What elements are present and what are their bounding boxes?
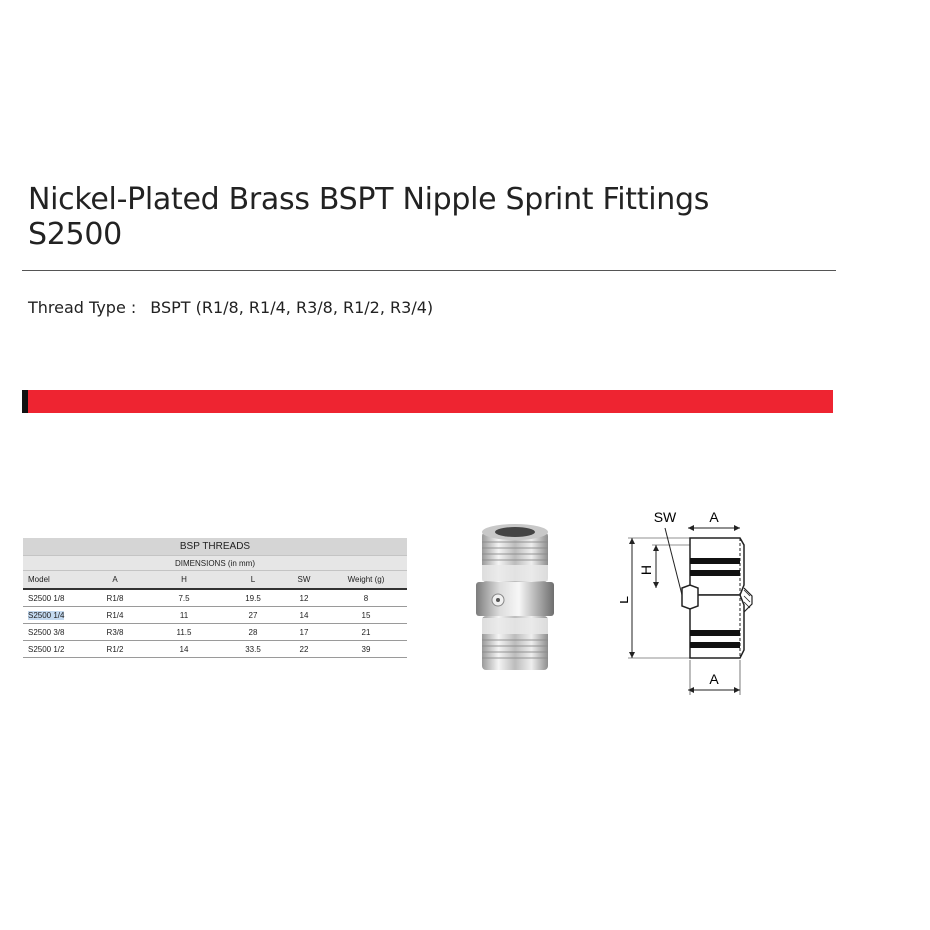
- label-sw: SW: [654, 509, 677, 525]
- table-cell: R3/8: [85, 623, 145, 641]
- dimensions-table: BSP THREADS DIMENSIONS (in mm) Model A H…: [23, 538, 407, 658]
- title-line-1: Nickel-Plated Brass BSPT Nipple Sprint F…: [28, 182, 710, 217]
- label-h: H: [638, 565, 654, 575]
- title-line-2: S2500: [28, 217, 122, 252]
- selected-text[interactable]: S2500 1/4: [28, 610, 65, 620]
- fitting-photo: [476, 524, 554, 670]
- table-cell: R1/8: [85, 589, 145, 607]
- accent-bar-cap: [22, 390, 28, 413]
- table-cell: 39: [325, 640, 407, 658]
- table-cell: S2500 1/4: [23, 606, 85, 624]
- table-cell: 11.5: [145, 623, 223, 641]
- label-a-top: A: [709, 509, 719, 525]
- table-cell: S2500 1/8: [23, 589, 85, 607]
- table-cell: 15: [325, 606, 407, 624]
- table-cell: R1/2: [85, 640, 145, 658]
- table-row: S2500 1/2 R1/2 14 33.5 22 39: [23, 640, 407, 658]
- table-cell: S2500 1/2: [23, 640, 85, 658]
- fitting-drawing: A SW H L A: [620, 509, 753, 695]
- label-a-bottom: A: [709, 671, 719, 687]
- table-row: S2500 1/4 R1/4 11 27 14 15: [23, 606, 407, 624]
- table-cell: 28: [223, 623, 283, 641]
- page-title: Nickel-Plated Brass BSPT Nipple Sprint F…: [28, 182, 828, 252]
- column-header: L: [223, 570, 283, 590]
- column-header: SW: [283, 570, 325, 590]
- table-cell: S2500 3/8: [23, 623, 85, 641]
- table-cell: 8: [325, 589, 407, 607]
- table-subtitle: DIMENSIONS (in mm): [23, 555, 407, 571]
- table-cell: 33.5: [223, 640, 283, 658]
- table-cell: 14: [145, 640, 223, 658]
- table-cell: R1/4: [85, 606, 145, 624]
- table-row: S2500 1/8 R1/8 7.5 19.5 12 8: [23, 589, 407, 607]
- table-cell: 27: [223, 606, 283, 624]
- table-cell: 11: [145, 606, 223, 624]
- thread-type-value: BSPT (R1/8, R1/4, R3/8, R1/2, R3/4): [150, 298, 434, 317]
- table-cell: 7.5: [145, 589, 223, 607]
- table-cell: 22: [283, 640, 325, 658]
- table-row: S2500 3/8 R3/8 11.5 28 17 21: [23, 623, 407, 641]
- table-title: BSP THREADS: [23, 538, 407, 556]
- table-cell: 12: [283, 589, 325, 607]
- table-cell: 21: [325, 623, 407, 641]
- accent-bar: [22, 390, 833, 413]
- column-header: Weight (g): [325, 570, 407, 590]
- label-l: L: [620, 596, 631, 604]
- title-divider: [22, 270, 836, 271]
- column-header: H: [145, 570, 223, 590]
- table-cell: 19.5: [223, 589, 283, 607]
- column-header: A: [85, 570, 145, 590]
- table-cell: 17: [283, 623, 325, 641]
- column-header: Model: [23, 570, 85, 590]
- thread-type: Thread Type : BSPT (R1/8, R1/4, R3/8, R1/…: [28, 298, 433, 317]
- table-cell: 14: [283, 606, 325, 624]
- thread-type-label: Thread Type :: [28, 298, 137, 317]
